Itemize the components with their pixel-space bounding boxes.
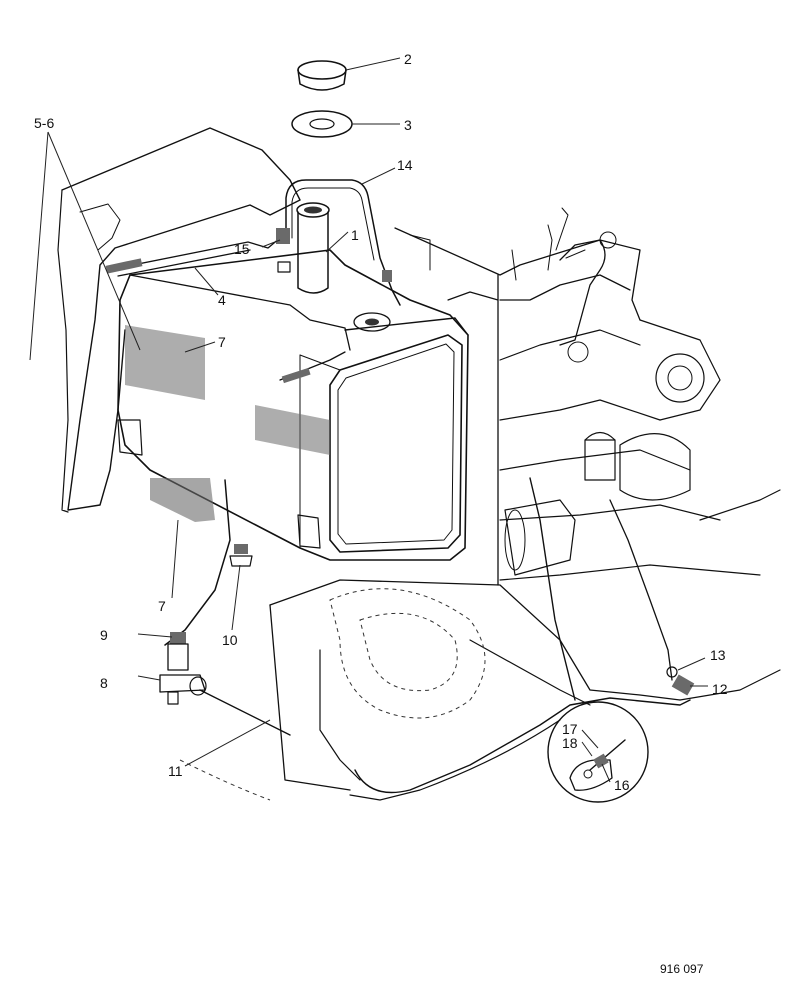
cap-washer [291, 110, 353, 138]
callout-1: 1 [351, 227, 359, 243]
callout-14: 14 [397, 157, 413, 173]
callout-labels: 2 3 1 4 5-6 7 7 8 9 10 11 12 13 14 15 16… [34, 51, 728, 793]
fender-panel [57, 127, 301, 513]
figure-reference: 916 097 [660, 962, 704, 976]
detail-inset [547, 701, 649, 803]
vent-pipe [276, 179, 401, 306]
callout-13: 13 [710, 647, 726, 663]
callout-4: 4 [218, 292, 226, 308]
callout-8: 8 [100, 675, 108, 691]
filler-cap [297, 60, 347, 91]
tank-strap [105, 237, 346, 384]
callout-2: 2 [404, 51, 412, 67]
callout-17: 17 [562, 721, 578, 737]
fuel-tap [159, 632, 207, 705]
tee-fitting [229, 544, 253, 567]
callout-5-6: 5-6 [34, 115, 54, 131]
callout-11: 11 [168, 763, 183, 779]
filler-neck [296, 202, 391, 332]
callout-15: 15 [234, 241, 250, 257]
callout-12: 12 [712, 681, 728, 697]
callout-18: 18 [562, 735, 578, 751]
pipe-union [666, 666, 695, 696]
callout-16: 16 [614, 777, 630, 793]
leader-lines [29, 57, 708, 783]
tank-bracket [117, 419, 321, 549]
callout-9: 9 [100, 627, 108, 643]
engine-block [394, 207, 761, 586]
callout-7-lower: 7 [158, 598, 166, 614]
tractor-frame [179, 489, 781, 801]
fuel-tank [117, 249, 469, 561]
callout-7-upper: 7 [218, 334, 226, 350]
callout-3: 3 [404, 117, 412, 133]
felt-pad [125, 325, 330, 522]
callout-10: 10 [222, 632, 238, 648]
fuel-line [164, 477, 691, 794]
